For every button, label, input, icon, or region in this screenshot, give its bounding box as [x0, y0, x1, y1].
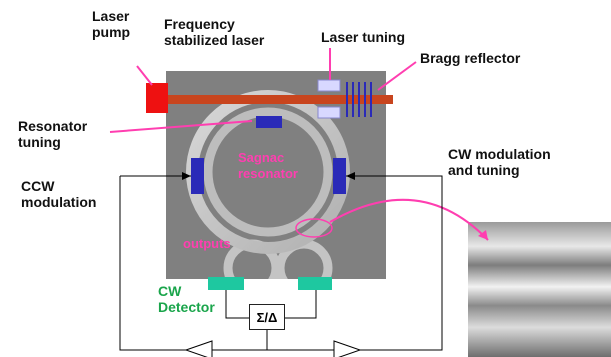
cw-modulator [333, 158, 346, 194]
cw-arrowhead [346, 172, 355, 180]
bragg-reflector-label: Bragg reflector [420, 50, 521, 66]
sum-difference-box: Σ/Δ [249, 304, 285, 330]
cw-detector-label: CW Detector [158, 283, 215, 315]
resonator-inner-ring [203, 107, 333, 237]
cw-detector [298, 277, 332, 290]
sagnac-resonator-label: Sagnac resonator [238, 150, 298, 181]
signal-wiring [119, 175, 443, 351]
resonator-tuning-label: Resonator tuning [18, 118, 88, 150]
resonator-tuning-pointer [109, 120, 253, 133]
ccw-modulator [191, 158, 204, 194]
resonator-tuning-modulator [256, 116, 282, 128]
laser-waveguide [160, 95, 393, 104]
outputs-label: outputs [183, 236, 231, 251]
cw-modulation-label: CW modulation and tuning [448, 146, 551, 178]
zoom-arrow [329, 198, 489, 241]
laser-pump-label: Laser pump [92, 8, 131, 40]
laser-pump-pointer [136, 65, 153, 86]
zoom-marker [295, 218, 333, 238]
zoom-inset [468, 222, 611, 357]
ccw-modulation-label: CCW modulation [21, 178, 97, 210]
ccw-detector [208, 277, 244, 290]
amplifier-left [184, 340, 213, 357]
laser-tuning-pad-bottom [317, 106, 341, 119]
zoom-arrowhead [478, 230, 488, 240]
bragg-grating [346, 82, 372, 117]
bragg-pointer [377, 61, 417, 91]
frequency-laser-label: Frequency stabilized laser [164, 16, 265, 48]
ccw-arrowhead [182, 172, 191, 180]
laser-tuning-label: Laser tuning [321, 29, 406, 45]
laser-pump [146, 83, 168, 113]
amplifier-right [333, 340, 362, 357]
laser-tuning-pad-top [317, 79, 341, 92]
